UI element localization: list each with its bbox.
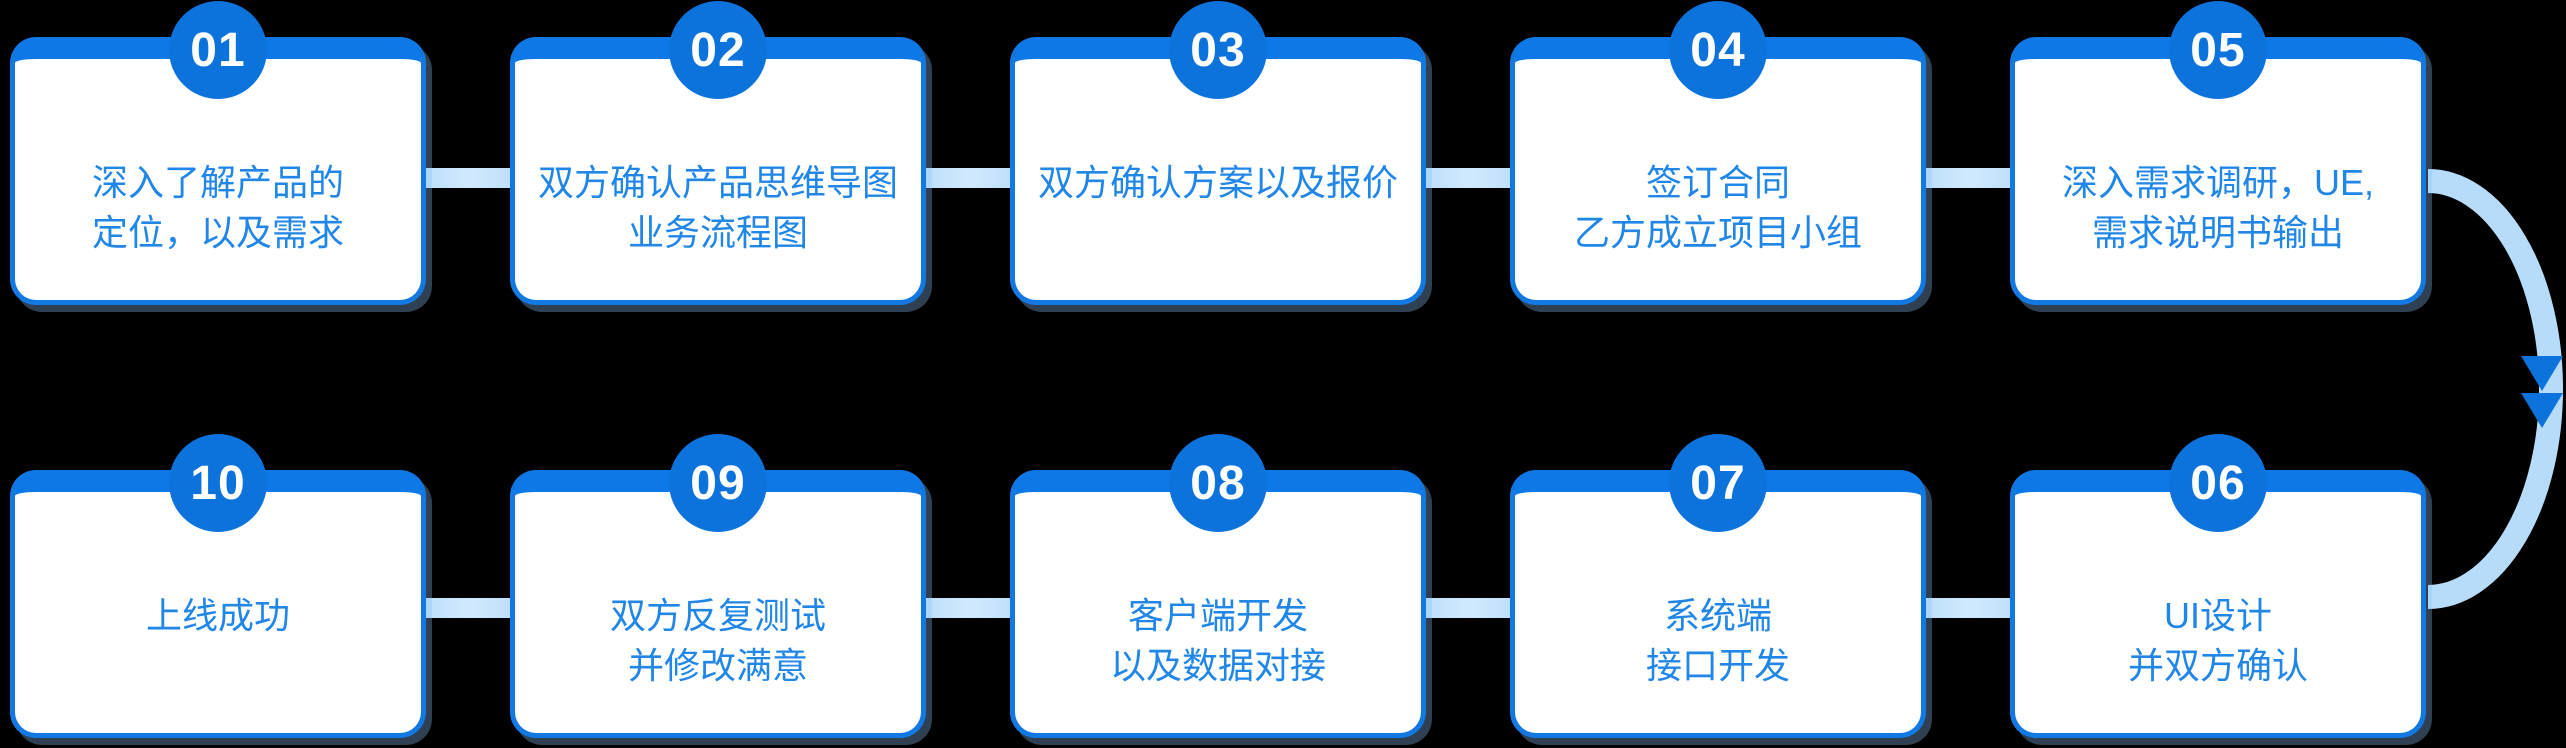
step-text: 签订合同乙方成立项目小组 bbox=[1515, 158, 1921, 258]
step-text-line: 并修改满意 bbox=[627, 645, 808, 686]
step-text-line: 乙方成立项目小组 bbox=[1573, 212, 1862, 253]
step-card: 07 系统端接口开发 bbox=[1510, 434, 1926, 738]
step-card: 03 双方确认方案以及报价 bbox=[1010, 1, 1426, 305]
step-connector bbox=[424, 168, 516, 188]
step-card: 02 双方确认产品思维导图业务流程图 bbox=[510, 1, 926, 305]
step-number-badge: 02 bbox=[669, 1, 767, 99]
step-number: 06 bbox=[2190, 456, 2246, 510]
step-text: 系统端接口开发 bbox=[1515, 591, 1921, 691]
step-number: 02 bbox=[690, 23, 746, 77]
step-card: 10 上线成功 bbox=[10, 434, 426, 738]
step-text-line: 需求说明书输出 bbox=[2091, 212, 2344, 253]
return-arrow-arc bbox=[2427, 169, 2563, 609]
arrow-head-down-icon bbox=[2521, 356, 2563, 391]
step-text-line: 双方确认产品思维导图 bbox=[537, 162, 898, 203]
step-number: 01 bbox=[190, 23, 246, 77]
step-number: 10 bbox=[190, 456, 246, 510]
step-text: 深入需求调研，UE, 需求说明书输出 bbox=[2015, 158, 2421, 258]
step-card: 08 客户端开发以及数据对接 bbox=[1010, 434, 1426, 738]
step-connector bbox=[1924, 598, 2016, 618]
step-connector bbox=[924, 168, 1016, 188]
step-number: 09 bbox=[690, 456, 746, 510]
step-number: 07 bbox=[1690, 456, 1746, 510]
step-text-line: 双方反复测试 bbox=[609, 595, 826, 636]
step-number: 04 bbox=[1690, 23, 1746, 77]
step-text-line: 深入了解产品的 bbox=[91, 162, 344, 203]
arrow-head-down-icon bbox=[2521, 393, 2563, 428]
step-connector bbox=[1924, 168, 2016, 188]
step-connector bbox=[924, 598, 1016, 618]
step-text: 深入了解产品的定位，以及需求 bbox=[15, 158, 421, 258]
step-text-line: 客户端开发 bbox=[1127, 595, 1308, 636]
step-text-line: 双方确认方案以及报价 bbox=[1037, 162, 1398, 203]
step-text-line: UI设计 bbox=[2163, 595, 2272, 636]
step-text-line: 定位，以及需求 bbox=[91, 212, 344, 253]
step-text: 双方确认产品思维导图业务流程图 bbox=[515, 158, 921, 258]
step-connector bbox=[1424, 598, 1516, 618]
step-text: 客户端开发以及数据对接 bbox=[1015, 591, 1421, 691]
step-text-line: 以及数据对接 bbox=[1109, 645, 1326, 686]
step-number: 08 bbox=[1190, 456, 1246, 510]
step-number: 03 bbox=[1190, 23, 1246, 77]
step-card: 09 双方反复测试并修改满意 bbox=[510, 434, 926, 738]
step-text-line: 上线成功 bbox=[145, 595, 290, 636]
step-text-line: 签订合同 bbox=[1645, 162, 1790, 203]
step-text-line: 业务流程图 bbox=[627, 212, 808, 253]
step-text: 双方反复测试并修改满意 bbox=[515, 591, 921, 691]
step-number-badge: 08 bbox=[1169, 434, 1267, 532]
step-text-line: 系统端 bbox=[1663, 595, 1772, 636]
step-number-badge: 09 bbox=[669, 434, 767, 532]
step-number-badge: 04 bbox=[1669, 1, 1767, 99]
step-card: 01 深入了解产品的定位，以及需求 bbox=[10, 1, 426, 305]
step-number-badge: 07 bbox=[1669, 434, 1767, 532]
step-number-badge: 05 bbox=[2169, 1, 2267, 99]
step-card: 04 签订合同乙方成立项目小组 bbox=[1510, 1, 1926, 305]
step-number-badge: 03 bbox=[1169, 1, 1267, 99]
step-text: UI设计并双方确认 bbox=[2015, 591, 2421, 691]
step-text-line: 并双方确认 bbox=[2127, 645, 2308, 686]
step-connector bbox=[1424, 168, 1516, 188]
step-text: 上线成功 bbox=[15, 591, 421, 641]
step-number-badge: 01 bbox=[169, 1, 267, 99]
step-text-line: 深入需求调研，UE, bbox=[2061, 162, 2374, 203]
step-card: 05 深入需求调研，UE, 需求说明书输出 bbox=[2010, 1, 2426, 305]
step-card: 06 UI设计并双方确认 bbox=[2010, 434, 2426, 738]
step-connector bbox=[424, 598, 516, 618]
step-text: 双方确认方案以及报价 bbox=[1015, 158, 1421, 208]
step-number: 05 bbox=[2190, 23, 2246, 77]
step-text-line: 接口开发 bbox=[1645, 645, 1790, 686]
step-number-badge: 10 bbox=[169, 434, 267, 532]
step-number-badge: 06 bbox=[2169, 434, 2267, 532]
